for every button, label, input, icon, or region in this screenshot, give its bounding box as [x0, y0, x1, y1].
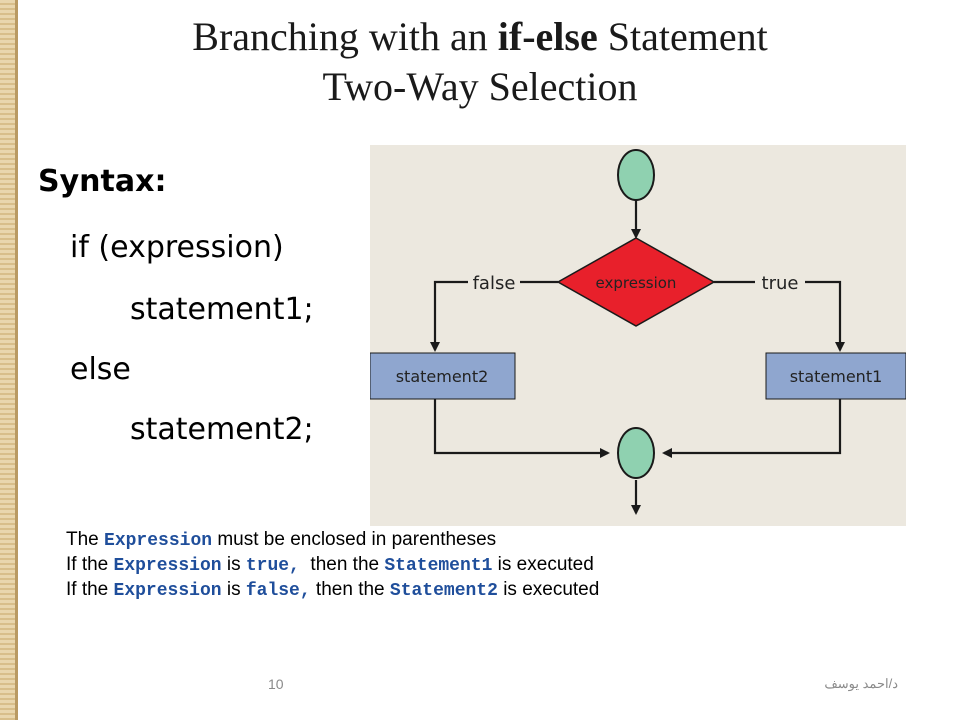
note-code: Expression	[104, 531, 213, 551]
note-text: then the	[299, 554, 385, 575]
flowchart-svg: expression false true statement2 stateme…	[370, 149, 906, 515]
title-prefix: Branching with an	[192, 14, 498, 59]
true-label: true	[762, 273, 799, 294]
note-code: true,	[245, 556, 300, 576]
note-code: false,	[245, 581, 311, 601]
slide-subtitle: Two-Way Selection	[322, 64, 638, 109]
note-code: Expression	[113, 581, 222, 601]
start-terminal	[617, 149, 655, 201]
statement2-box	[370, 352, 516, 400]
note-row: The Expression must be enclosed in paren…	[66, 528, 599, 553]
notes-block: The Expression must be enclosed in paren…	[66, 528, 599, 603]
page-number: 10	[268, 676, 284, 692]
note-text: If the	[66, 579, 114, 600]
statement1-box	[765, 352, 906, 400]
note-text: is executed	[492, 554, 594, 575]
note-text: If the	[66, 554, 114, 575]
flowchart-diagram: expression false true statement2 stateme…	[370, 145, 906, 526]
note-code: Expression	[113, 556, 222, 576]
syntax-heading: Syntax:	[38, 164, 167, 199]
syntax-else-line: else	[70, 352, 131, 387]
flow-lines	[430, 200, 845, 515]
syntax-statement1-line: statement1;	[130, 292, 314, 327]
note-row: If the Expression is true, then the Stat…	[66, 553, 599, 578]
title-suffix: Statement	[597, 14, 768, 59]
note-text: must be enclosed in parentheses	[212, 529, 497, 550]
note-code: Statement2	[389, 581, 498, 601]
decision-label: expression	[596, 274, 677, 292]
arrow-statement1-to-join	[662, 399, 842, 458]
note-text: is executed	[497, 579, 600, 600]
join-terminal	[617, 427, 655, 479]
title-keyword: if-else	[497, 14, 598, 59]
arrow-false-branch	[430, 280, 468, 352]
note-text: then the	[310, 579, 390, 600]
decorative-side-strip	[0, 0, 18, 720]
note-text: is	[221, 579, 246, 600]
decision-diamond	[556, 237, 716, 327]
statement1-box-label: statement1	[790, 367, 883, 386]
arrow-true-branch	[805, 280, 845, 352]
syntax-if-line: if (expression)	[70, 230, 284, 265]
note-row: If the Expression is false, then the Sta…	[66, 578, 599, 603]
note-text: The	[66, 529, 105, 550]
slide-title: Branching with an if-else Statement Two-…	[0, 12, 960, 112]
note-code: Statement1	[384, 556, 493, 576]
statement2-box-label: statement2	[396, 367, 489, 386]
false-label: false	[473, 273, 516, 294]
author-name: د/احمد يوسف	[824, 676, 898, 691]
note-text: is	[221, 554, 246, 575]
syntax-statement2-line: statement2;	[130, 412, 314, 447]
arrow-statement2-to-join	[433, 399, 610, 458]
